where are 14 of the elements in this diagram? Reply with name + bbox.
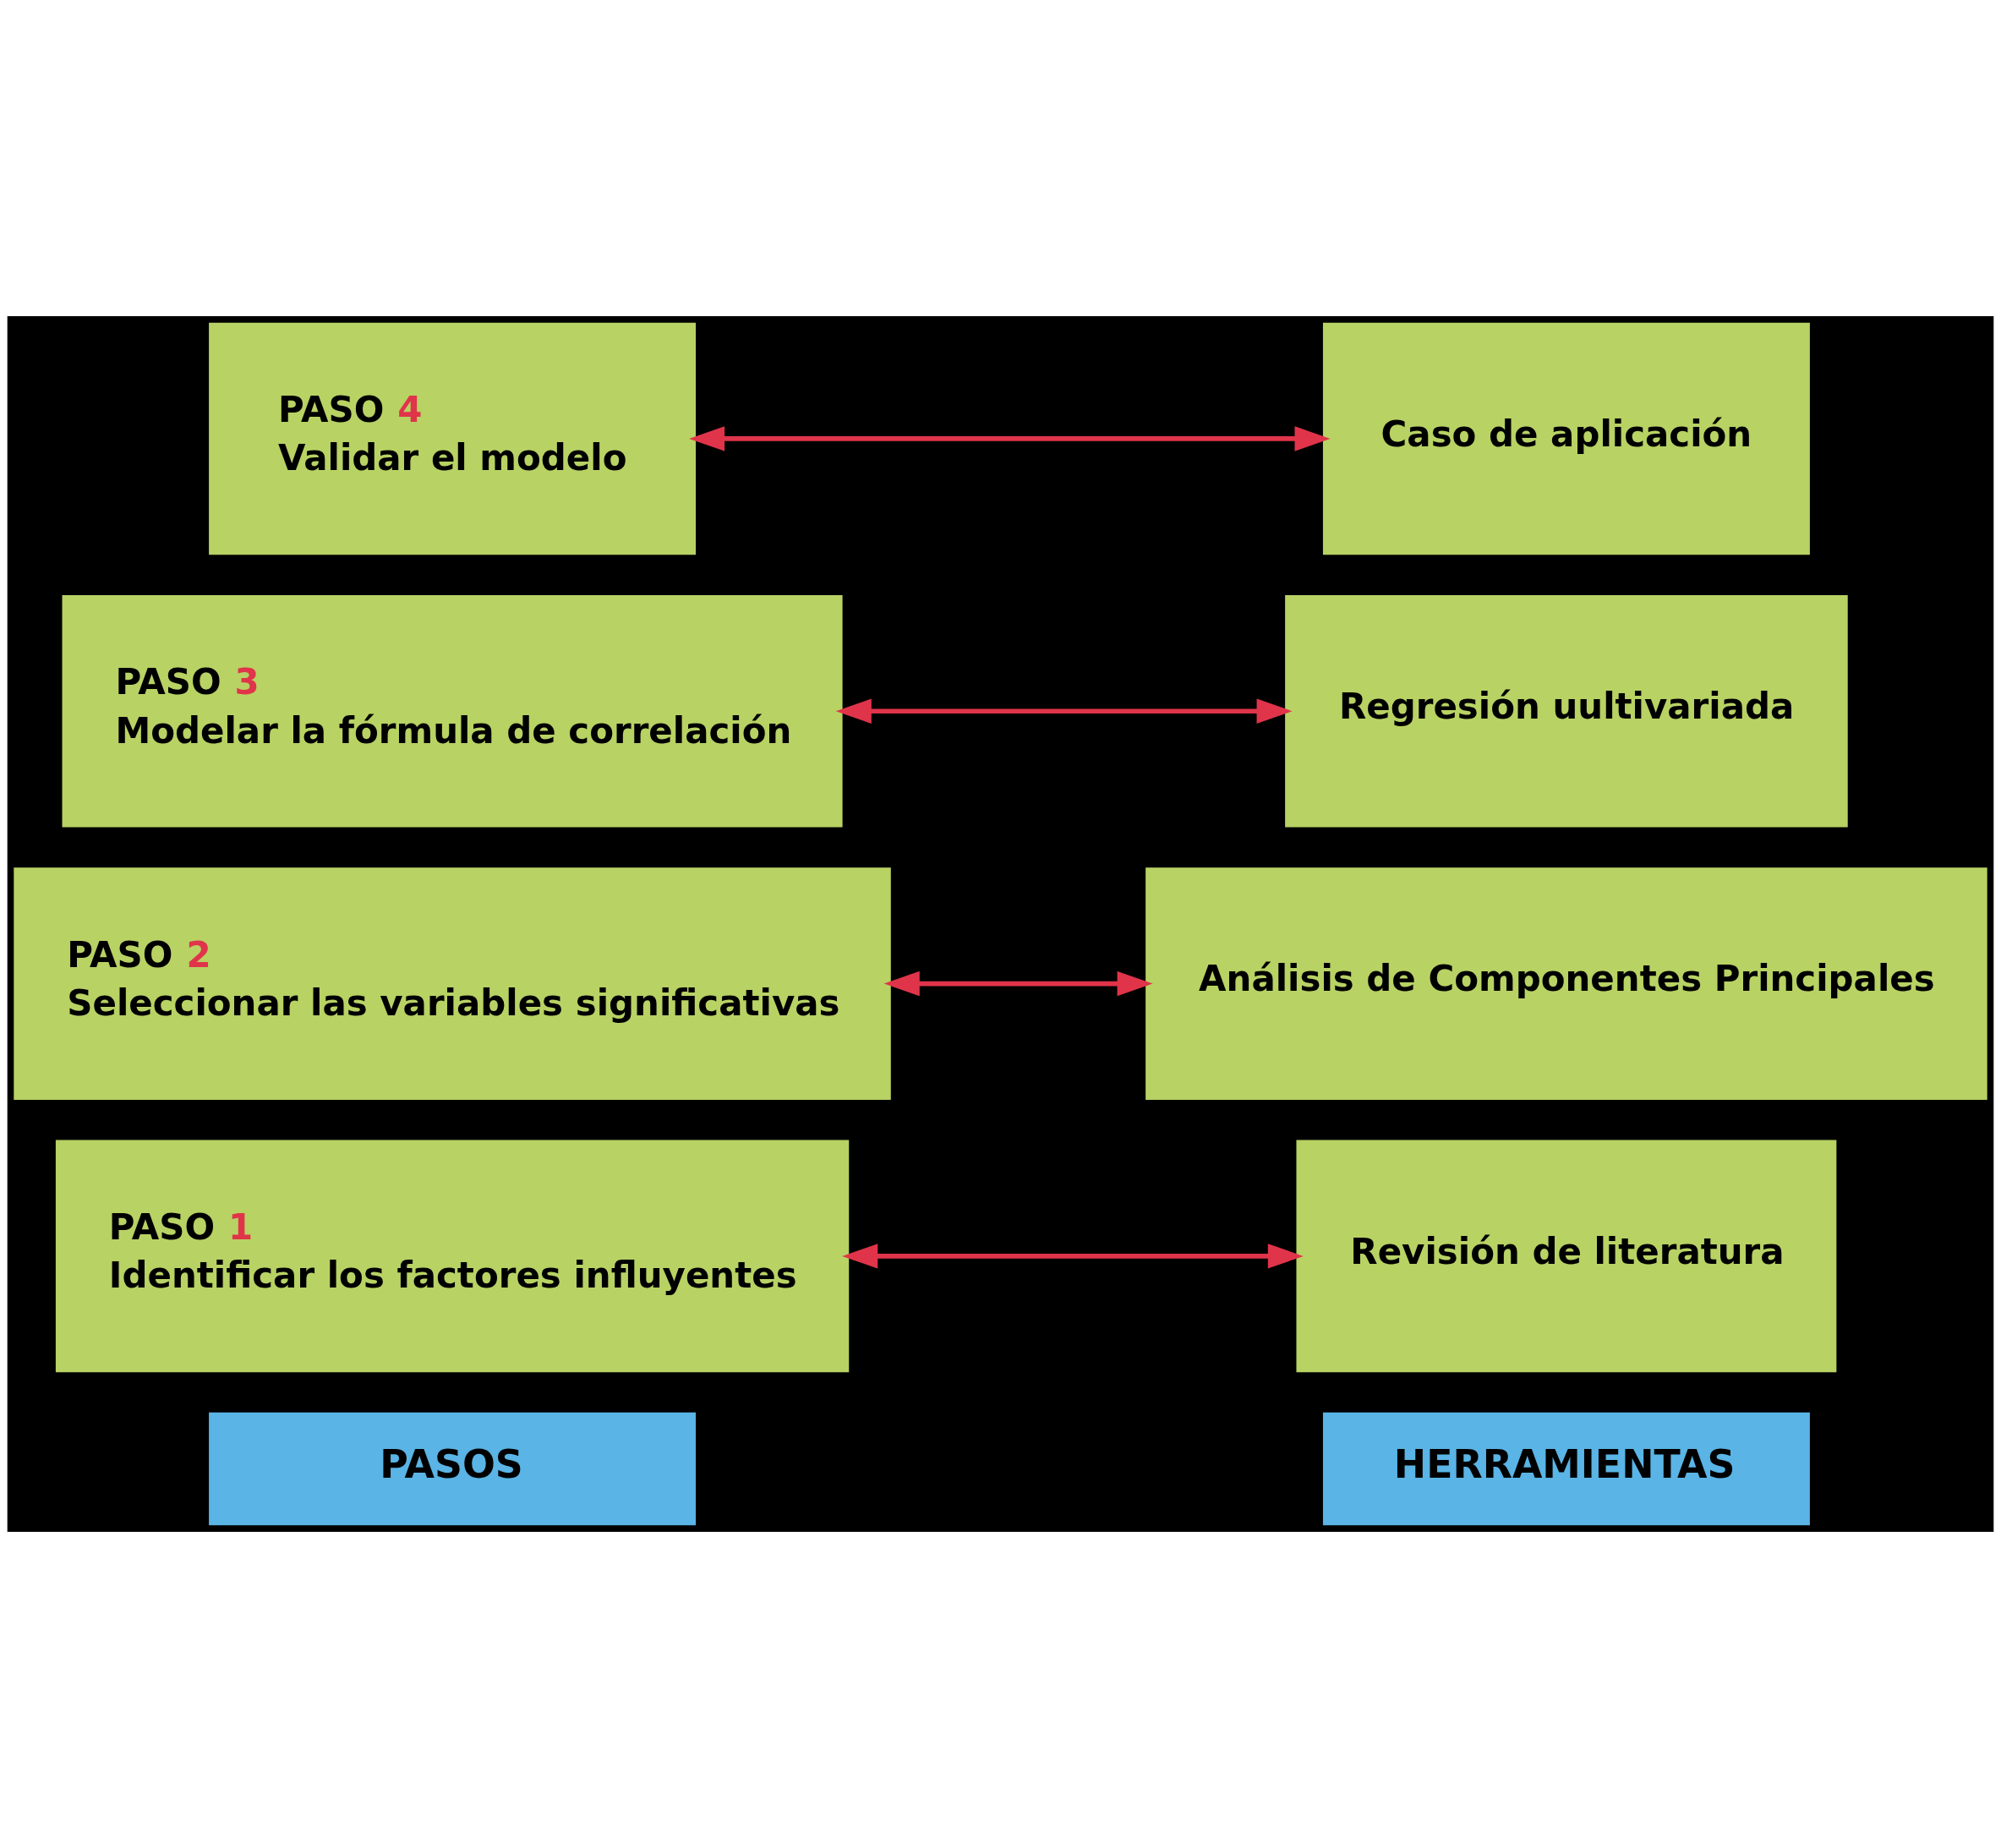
node-box: Regresión uultivariada xyxy=(1285,594,1848,828)
node-box: HERRAMIENTAS xyxy=(1322,1412,1810,1526)
node-box: PASO 1 Identificar los factores influyentes xyxy=(55,1140,850,1373)
arrow xyxy=(835,698,1293,724)
node-box: PASOS xyxy=(209,1412,697,1526)
node-box: PASO 2 Seleccionar las variables significativas xyxy=(14,867,891,1100)
node-box: Revisión de literatura xyxy=(1296,1140,1837,1373)
arrow xyxy=(883,970,1153,997)
arrow xyxy=(842,1244,1304,1269)
node-box: PASO 4 Validar el modelo xyxy=(209,322,697,555)
node-box: PASO 3 Modelar la fórmula de correlación xyxy=(62,594,843,828)
node-box: Caso de aplicación xyxy=(1322,322,1810,555)
arrow xyxy=(689,426,1331,451)
node-box: Análisis de Componentes Principales xyxy=(1145,867,1987,1100)
